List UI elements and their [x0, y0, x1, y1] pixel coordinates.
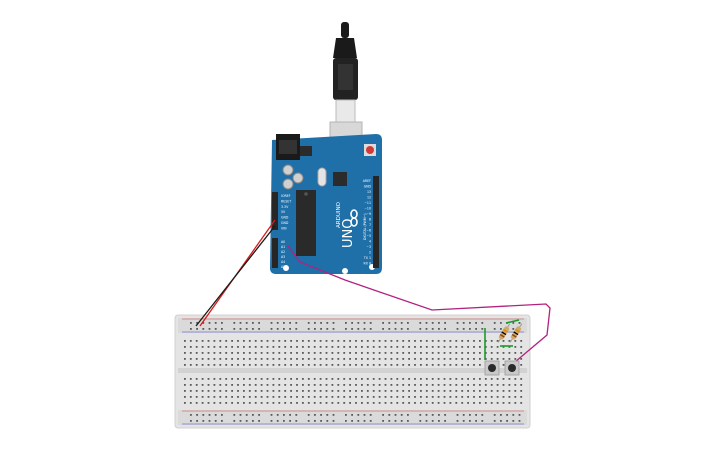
header-pin-label: GND: [281, 216, 289, 220]
header-pin-label: 2: [369, 251, 371, 255]
header-pin-label: VIN: [281, 226, 287, 230]
pushbutton-icon[interactable]: [504, 360, 520, 376]
header-pin-label: 12: [367, 196, 371, 200]
wire-green-3[interactable]: [505, 319, 520, 324]
pushbutton-icon[interactable]: [484, 360, 500, 376]
resistor-icon[interactable]: [508, 322, 524, 343]
board-brand-text: ARDUINO: [336, 201, 342, 228]
breadboard-holes[interactable]: [184, 322, 523, 422]
header-pin-label: GND: [281, 221, 289, 225]
voltage-regulator: [300, 146, 312, 156]
capacitor-icon: [282, 164, 304, 190]
header-pin-label: ~6: [366, 229, 371, 233]
header-pin-label: A4: [281, 260, 285, 264]
header-pin-label: A0: [281, 240, 285, 244]
crystal-oscillator: [317, 167, 327, 187]
header-pin-label: 4: [369, 240, 371, 244]
header-pin-label: 13: [367, 190, 371, 194]
header-pin-label: 8: [369, 218, 371, 222]
reset-button-icon[interactable]: [364, 144, 376, 156]
header-pin-label: 3.3V: [281, 205, 289, 209]
header-pin-label: ~3: [366, 245, 371, 249]
header-pin-label: A3: [281, 255, 285, 259]
power-header[interactable]: [272, 192, 278, 230]
resistor-icon[interactable]: [496, 322, 512, 343]
power-jack-icon: [276, 134, 300, 160]
header-pin-label: AREF: [363, 179, 371, 183]
header-pin-label: 7: [369, 223, 371, 227]
header-pin-label: ~5: [366, 234, 371, 238]
wire-magenta[interactable]: [287, 245, 551, 363]
analog-header[interactable]: [272, 238, 278, 268]
header-pin-label: IOREF: [281, 194, 291, 198]
header-pin-label: A1: [281, 245, 285, 249]
header-pin-label: A2: [281, 250, 285, 254]
header-pin-label: ~11: [364, 201, 371, 205]
header-pin-label: RESET: [281, 199, 291, 203]
board-logo: UNO ARDUINO: [336, 201, 358, 248]
header-pin-label: TX 1: [363, 256, 371, 260]
header-pin-label: 5V: [281, 210, 286, 214]
digital-header[interactable]: [373, 176, 379, 268]
header-pin-label: RX 0: [364, 262, 371, 266]
wire-black[interactable]: [195, 225, 276, 327]
header-pin-label: GND: [364, 185, 372, 189]
board-model-text: UNO: [341, 219, 356, 248]
chip-icon: [296, 190, 316, 256]
header-pin-label: ~9: [366, 212, 371, 216]
breadboard[interactable]: [174, 314, 531, 429]
digital-section-label: DIGITAL (PWM~): [363, 214, 367, 240]
header-pin-label: A5: [281, 265, 285, 269]
header-pin-label: ~10: [364, 207, 371, 211]
usb-chip: [333, 172, 347, 186]
